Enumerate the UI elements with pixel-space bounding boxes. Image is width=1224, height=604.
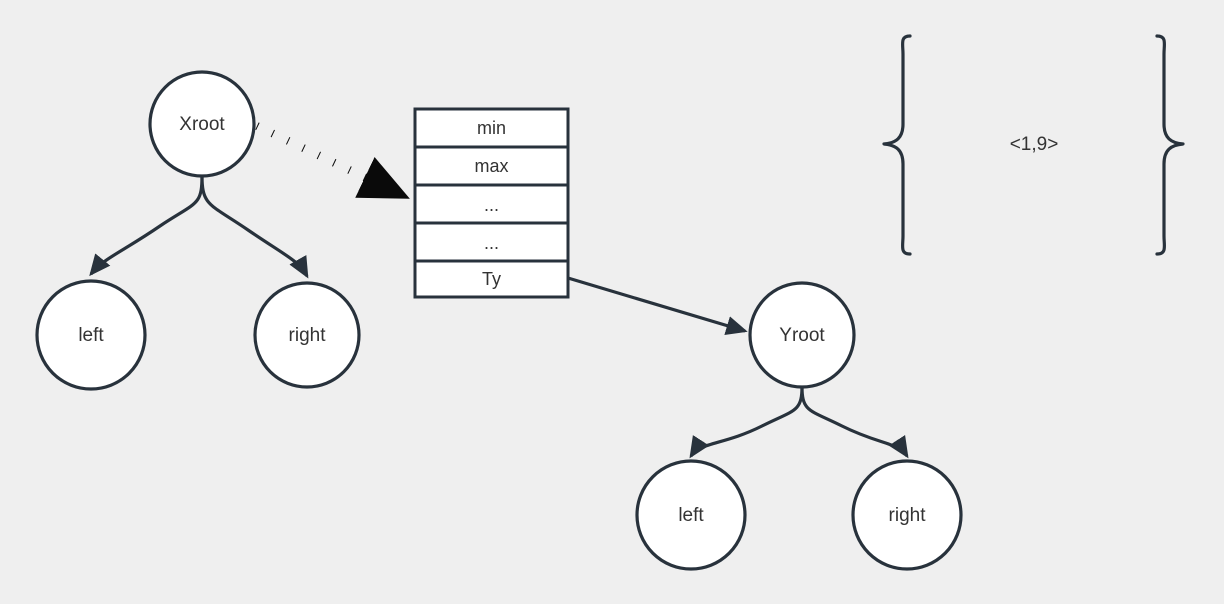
left-brace-icon [882,34,912,256]
edge-xroot-to-record [255,122,410,200]
node-y-left[interactable]: left [635,459,747,571]
edge-record-ty-to-yroot [567,276,748,335]
edge-yroot-to-left [689,386,804,459]
node-x-right[interactable]: right [253,281,361,389]
node-circle[interactable] [748,281,856,389]
node-xroot[interactable]: Xroot [148,70,256,178]
node-circle[interactable] [253,281,361,389]
record-cell-0 [413,107,570,149]
edge-group-yroot [689,386,909,459]
edge-group-xroot [89,175,309,279]
node-x-left[interactable]: left [35,279,147,391]
record-cell-2 [413,183,570,225]
edge-xroot-to-left [89,175,204,277]
right-brace-icon [1155,34,1185,256]
edge-group-pointer [255,122,410,200]
node-circle[interactable] [35,279,147,391]
node-yroot[interactable]: Yroot [748,281,856,389]
node-y-right[interactable]: right [851,459,963,571]
node-circle[interactable] [148,70,256,178]
interval-record: min max ... ... Ty [413,107,570,299]
node-circle[interactable] [851,459,963,571]
node-circle[interactable] [635,459,747,571]
record-cell-3 [413,221,570,263]
set-group: <1,9> [882,34,1185,256]
record-cell-4 [413,259,570,299]
edge-group-ty [567,276,748,335]
record-cell-1 [413,145,570,187]
set-label: <1,9> [1010,134,1059,155]
edge-yroot-to-right [800,386,909,459]
edge-xroot-to-right [200,175,309,279]
